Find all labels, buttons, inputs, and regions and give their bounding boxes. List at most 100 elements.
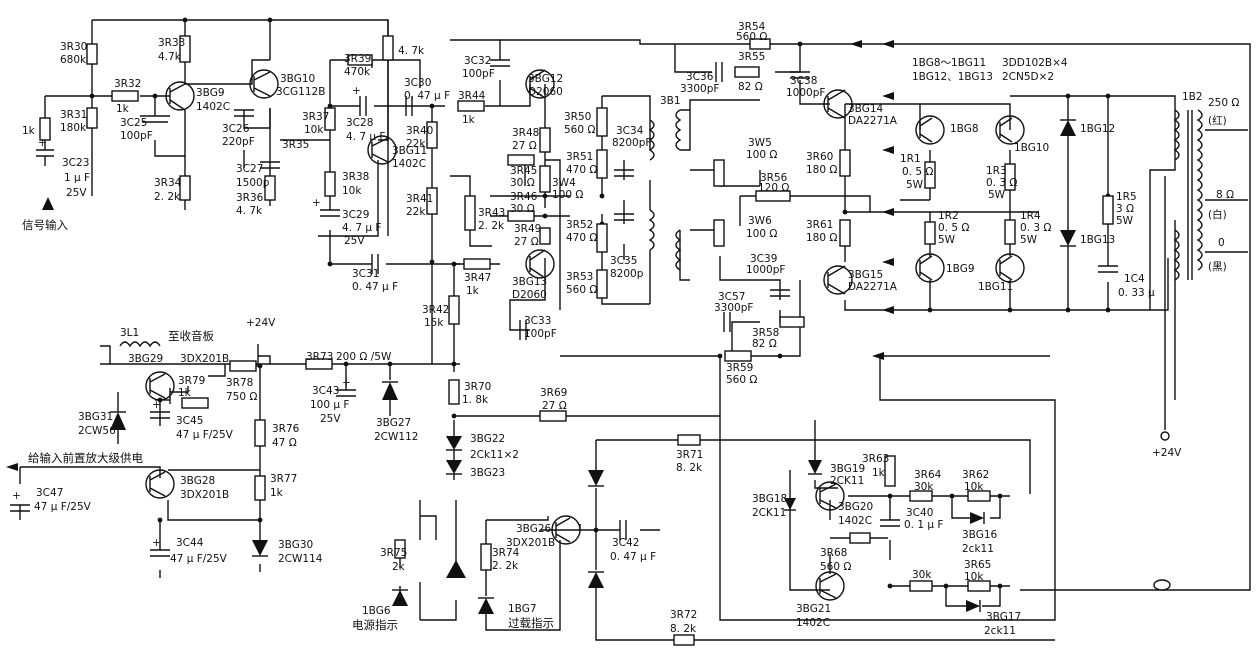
label-3r69: 3R69 <box>540 387 567 399</box>
label-3r60: 3R60 <box>806 151 833 163</box>
label-1r2: 1R2 <box>938 210 959 222</box>
label-10k-38: 10k <box>342 185 362 197</box>
label-to-radio: 至收音板 <box>168 329 214 343</box>
label-3300pf-36: 3300pF <box>680 83 719 95</box>
label-3r73: 3R73 <box>306 351 333 363</box>
label-30k-b: 30k <box>912 569 932 581</box>
label-3c32: 3C32 <box>464 55 491 67</box>
label-47uf25v-44: 47 μ F/25V <box>170 553 228 565</box>
label-4-7uf-29: 4. 7 μ F <box>342 222 381 234</box>
label-3c25: 3C25 <box>120 117 147 129</box>
label-0-47uf-31: 0. 47 μ F <box>352 281 398 293</box>
label-note3: 3DD102B×4 <box>1002 57 1068 69</box>
label-8: 8 Ω <box>1216 189 1234 201</box>
label-5w-r3: 5W <box>988 189 1006 201</box>
label-d2060-13: D2060 <box>512 289 547 301</box>
label-note4: 2CN5D×2 <box>1002 71 1054 83</box>
label-250: 250 Ω <box>1208 97 1239 109</box>
label-3l1: 3L1 <box>120 327 139 339</box>
svg-text:+: + <box>38 137 47 149</box>
svg-text:+: + <box>152 537 161 549</box>
label-3c43: 3C43 <box>312 385 339 397</box>
polarity-marks: + + + + + + + <box>12 85 361 549</box>
label-1uf-23: 1 μ F <box>64 172 90 184</box>
label-3c40: 3C40 <box>906 507 933 519</box>
label-3dx201b-28: 3DX201B <box>180 489 229 501</box>
label-note2: 1BG12、1BG13 <box>912 71 993 83</box>
label-3bg14: 3BG14 <box>848 103 884 115</box>
label-1402c-11: 1402C <box>392 158 426 170</box>
label-750: 750 Ω <box>226 391 257 403</box>
label-3bg9: 3BG9 <box>196 87 225 99</box>
label-47: 47 Ω <box>272 437 297 449</box>
label-3bg31: 3BG31 <box>78 411 113 423</box>
label-note1: 1BG8～1BG11 <box>912 57 986 69</box>
label-3r50: 3R50 <box>564 111 591 123</box>
label-8-2k-71: 8. 2k <box>676 462 703 474</box>
label-24v-right: +24V <box>1152 447 1182 459</box>
label-3r56: 3R56 <box>760 172 788 184</box>
label-5w-r5: 5W <box>1116 215 1134 227</box>
label-1k-63: 1k <box>872 467 886 479</box>
label-d2060-12: D2060 <box>528 86 563 98</box>
label-3r78: 3R78 <box>226 377 253 389</box>
label-1bg10: 1BG10 <box>1014 142 1049 154</box>
label-200-5w: 200 Ω /5W <box>336 351 392 363</box>
label-120: 120 Ω <box>758 182 789 194</box>
label-1bg13: 1BG13 <box>1080 234 1115 246</box>
label-8-2k-72: 8. 2k <box>670 623 697 635</box>
label-27-49: 27 Ω <box>514 236 539 248</box>
label-0-5-r1: 0. 5 Ω <box>902 166 933 178</box>
label-3c29: 3C29 <box>342 209 369 221</box>
label-3r61: 3R61 <box>806 219 833 231</box>
label-red: (红) <box>1208 114 1227 127</box>
label-3w4: 3W4 <box>552 177 576 189</box>
label-15k: 15k <box>424 317 444 329</box>
label-100pf-33: 100pF <box>524 328 557 340</box>
label-3r74: 3R74 <box>492 547 520 559</box>
label-2ck11-18: 2CK11 <box>752 507 786 519</box>
label-3r34: 3R34 <box>154 177 182 189</box>
label-2-2k-43: 2. 2k <box>478 220 505 232</box>
label-3c23: 3C23 <box>62 157 89 169</box>
label-2k-75: 2k <box>392 561 406 573</box>
label-3c57: 3C57 <box>718 291 745 303</box>
label-3bg15: 3BG15 <box>848 269 883 281</box>
label-3r75: 3R75 <box>380 547 407 559</box>
label-3c28: 3C28 <box>346 117 373 129</box>
label-3c47: 3C47 <box>36 487 63 499</box>
label-3c26: 3C26 <box>222 123 250 135</box>
label-3bg23: 3BG23 <box>470 467 505 479</box>
label-1bg8: 1BG8 <box>950 123 979 135</box>
label-3r55: 3R55 <box>738 51 765 63</box>
transistors <box>145 69 1025 601</box>
label-3bg29: 3BG29 <box>128 353 163 365</box>
label-3bg19: 3BG19 <box>830 463 865 475</box>
label-4-7k-36: 4. 7k <box>236 205 263 217</box>
label-3b1: 3B1 <box>660 95 681 107</box>
label-3c35: 3C35 <box>610 255 637 267</box>
label-black: (黑) <box>1208 261 1227 273</box>
label-3r30: 3R30 <box>60 41 87 53</box>
label-3bg18: 3BG18 <box>752 493 787 505</box>
label-47uf25v-45: 47 μ F/25V <box>176 429 234 441</box>
label-3r70: 3R70 <box>464 381 491 393</box>
transformer-coils <box>119 109 1203 591</box>
label-10k-62: 10k <box>964 481 984 493</box>
label-0-3-r3: 0. 3 Ω <box>986 177 1017 189</box>
capacitors <box>10 59 1118 557</box>
label-3r77: 3R77 <box>270 473 297 485</box>
label-3c42: 3C42 <box>612 537 639 549</box>
junction-dots <box>89 17 1111 589</box>
label-0-5-r2: 0. 5 Ω <box>938 222 969 234</box>
label-3c31: 3C31 <box>352 268 379 280</box>
label-1c4: 1C4 <box>1124 273 1145 285</box>
label-180-60: 180 Ω <box>806 164 837 176</box>
label-3r41: 3R41 <box>406 193 433 205</box>
svg-text:+: + <box>312 197 321 209</box>
label-5w-r2: 5W <box>938 234 956 246</box>
label-30-45: 30 Ω <box>510 177 535 189</box>
label-100pf-25: 100pF <box>120 130 153 142</box>
label-3r31: 3R31 <box>60 109 87 121</box>
label-4-7k-top: 4. 7k <box>398 45 425 57</box>
